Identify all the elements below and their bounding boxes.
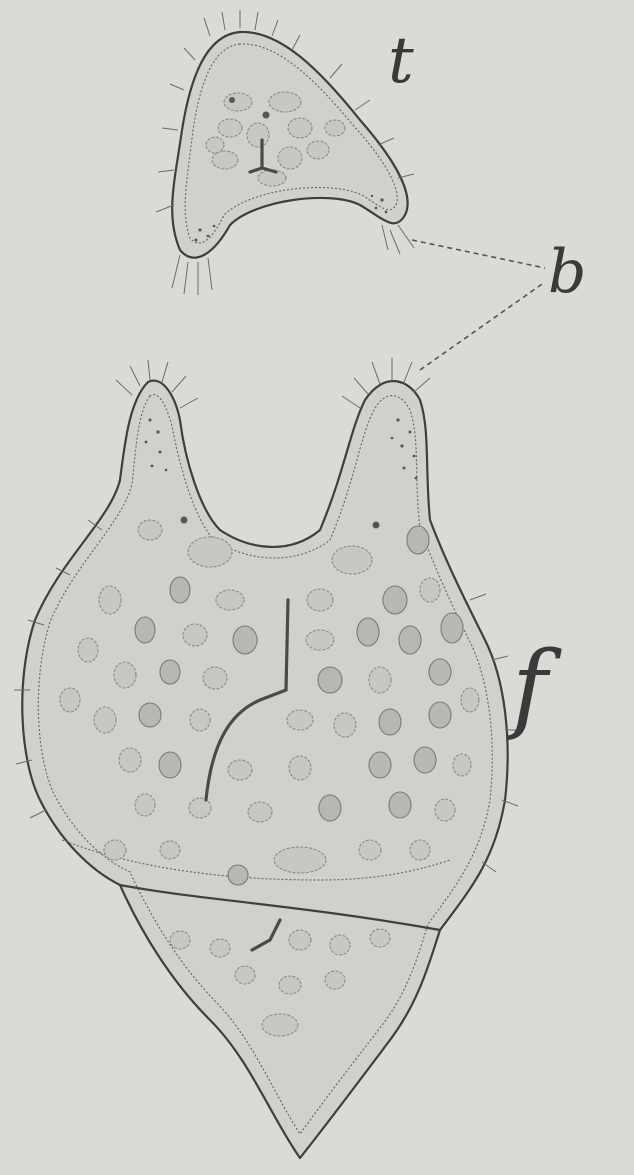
label-b: b [548,237,586,307]
label-f: f [506,631,562,743]
top-specimen [156,10,414,295]
full-specimen [14,358,521,1158]
leader-lines [412,240,545,370]
label-t: t [388,24,414,98]
